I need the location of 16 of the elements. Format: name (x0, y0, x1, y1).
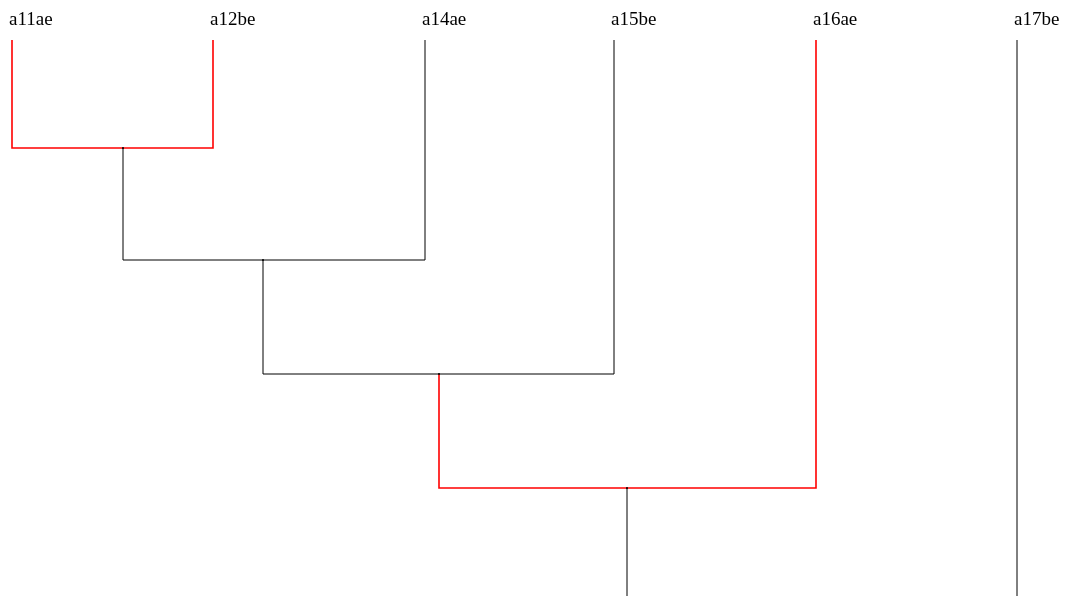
dendrogram-link (438, 373, 628, 489)
leaf-label: a14ae (422, 8, 467, 30)
dendrogram-link (438, 39, 615, 375)
leaf-label: a15be (611, 8, 657, 30)
dendrogram-link (626, 487, 628, 596)
dendrogram-link (626, 39, 817, 489)
leaf-label: a12be (210, 8, 256, 30)
dendrogram-link (262, 39, 426, 261)
dendrogram-link (262, 259, 440, 375)
dendrogram-link (1016, 39, 1018, 596)
dendrogram-link (122, 39, 214, 149)
dendrogram-link (122, 147, 264, 261)
leaf-label: a11ae (9, 8, 53, 30)
dendrogram-link (11, 39, 124, 149)
leaf-label: a16ae (813, 8, 858, 30)
leaf-label: a17be (1014, 8, 1060, 30)
